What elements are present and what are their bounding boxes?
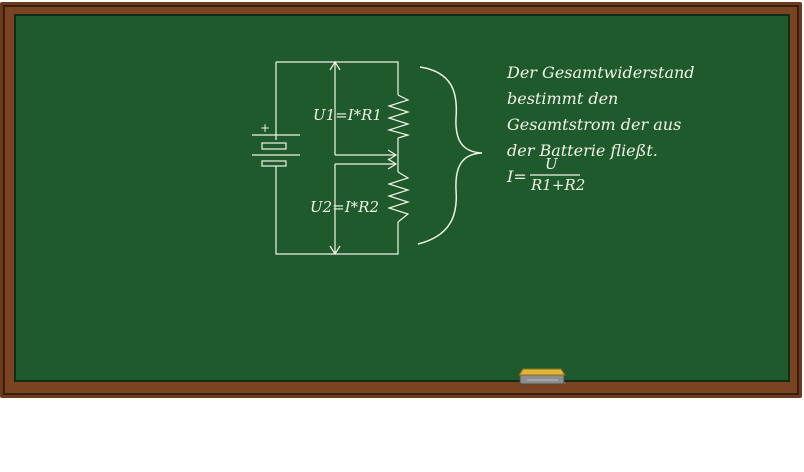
battery-plus-sign: +	[260, 121, 271, 135]
battery-cell-rect	[261, 160, 287, 167]
resistor-r2	[387, 171, 410, 223]
resistor-r1	[386, 94, 411, 139]
chalkboard-surface	[14, 14, 790, 382]
circuit-wire	[275, 166, 399, 255]
formula-lhs: I=	[507, 167, 527, 186]
formula-denominator: R1+R2	[531, 176, 586, 194]
explanation-line-3: Gesamtstrom der aus	[507, 115, 682, 134]
battery-cell-rect	[261, 142, 287, 150]
explanation-line-2: bestimmt den	[507, 89, 619, 108]
curly-brace	[417, 66, 483, 245]
voltage-label-u1: U1=I*R1	[313, 106, 383, 124]
explanation-line-1: Der Gesamtwiderstand	[507, 63, 695, 82]
formula-numerator: U	[545, 155, 558, 173]
circuit-wire	[276, 61, 399, 95]
voltage-label-u2: U2=I*R2	[310, 198, 380, 216]
explanation-line-4: der Batterie fließt.	[507, 141, 658, 160]
